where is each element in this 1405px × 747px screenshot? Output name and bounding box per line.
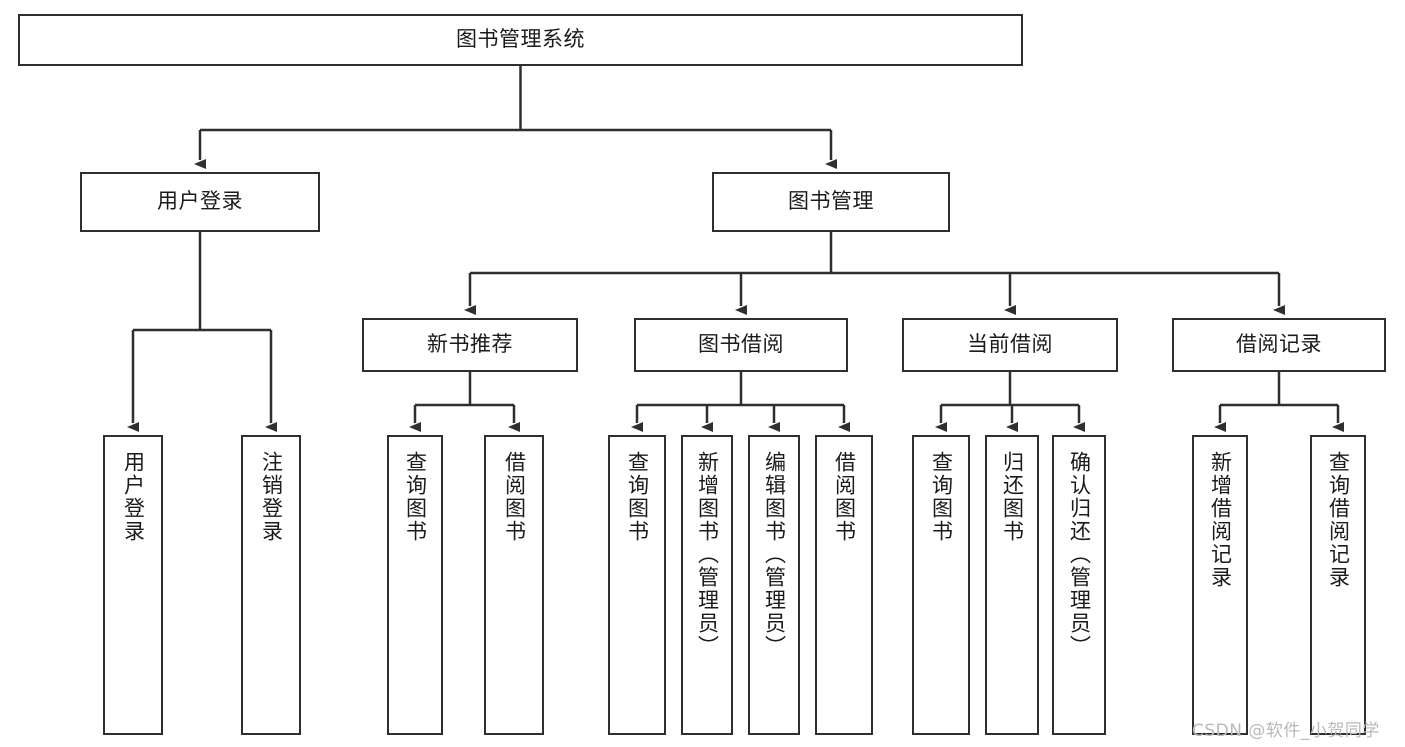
node-leaf-edit-book[interactable]: 编辑图书（管理员）	[748, 435, 800, 735]
node-label: 查询图书	[625, 451, 650, 543]
node-label: 编辑图书（管理员）	[762, 451, 787, 658]
node-leaf-logout[interactable]: 注销登录	[241, 435, 301, 735]
node-label: 新增借阅记录	[1208, 451, 1233, 589]
node-label: 注销登录	[259, 451, 284, 543]
node-label: 用户登录	[157, 189, 243, 214]
node-user-login[interactable]: 用户登录	[80, 172, 320, 232]
node-borrow-record[interactable]: 借阅记录	[1172, 318, 1386, 372]
node-leaf-user-login[interactable]: 用户登录	[103, 435, 163, 735]
node-label: 归还图书	[1000, 451, 1025, 543]
node-leaf-confirm-return[interactable]: 确认归还（管理员）	[1052, 435, 1106, 735]
node-leaf-borrow-book[interactable]: 借阅图书	[815, 435, 873, 735]
node-leaf-query-book-borrow[interactable]: 查询图书	[608, 435, 666, 735]
node-label: 新增图书（管理员）	[695, 451, 720, 658]
node-leaf-borrow-book-rec[interactable]: 借阅图书	[484, 435, 544, 735]
node-root[interactable]: 图书管理系统	[18, 14, 1023, 66]
node-book-manage[interactable]: 图书管理	[712, 172, 950, 232]
csdn-watermark: CSDN @软件_小贺同学	[1192, 721, 1380, 741]
node-leaf-return-book[interactable]: 归还图书	[985, 435, 1039, 735]
node-leaf-add-book[interactable]: 新增图书（管理员）	[681, 435, 733, 735]
node-new-book-rec[interactable]: 新书推荐	[362, 318, 578, 372]
node-label: 图书管理	[788, 189, 874, 214]
node-label: 确认归还（管理员）	[1067, 451, 1092, 658]
node-label: 借阅图书	[832, 451, 857, 543]
node-leaf-query-record[interactable]: 查询借阅记录	[1310, 435, 1366, 735]
node-label: 图书借阅	[698, 332, 784, 357]
node-label: 查询图书	[403, 451, 428, 543]
node-label: 查询图书	[929, 451, 954, 543]
node-book-borrow[interactable]: 图书借阅	[634, 318, 848, 372]
node-label: 用户登录	[121, 451, 146, 543]
node-label: 图书管理系统	[456, 27, 585, 52]
node-label: 查询借阅记录	[1326, 451, 1351, 589]
node-label: 借阅图书	[502, 451, 527, 543]
node-leaf-query-book-rec[interactable]: 查询图书	[387, 435, 443, 735]
node-current-borrow[interactable]: 当前借阅	[902, 318, 1118, 372]
node-label: 新书推荐	[427, 332, 513, 357]
node-leaf-query-book-cur[interactable]: 查询图书	[912, 435, 970, 735]
node-leaf-add-record[interactable]: 新增借阅记录	[1192, 435, 1248, 735]
node-label: 借阅记录	[1236, 332, 1322, 357]
node-label: 当前借阅	[967, 332, 1053, 357]
